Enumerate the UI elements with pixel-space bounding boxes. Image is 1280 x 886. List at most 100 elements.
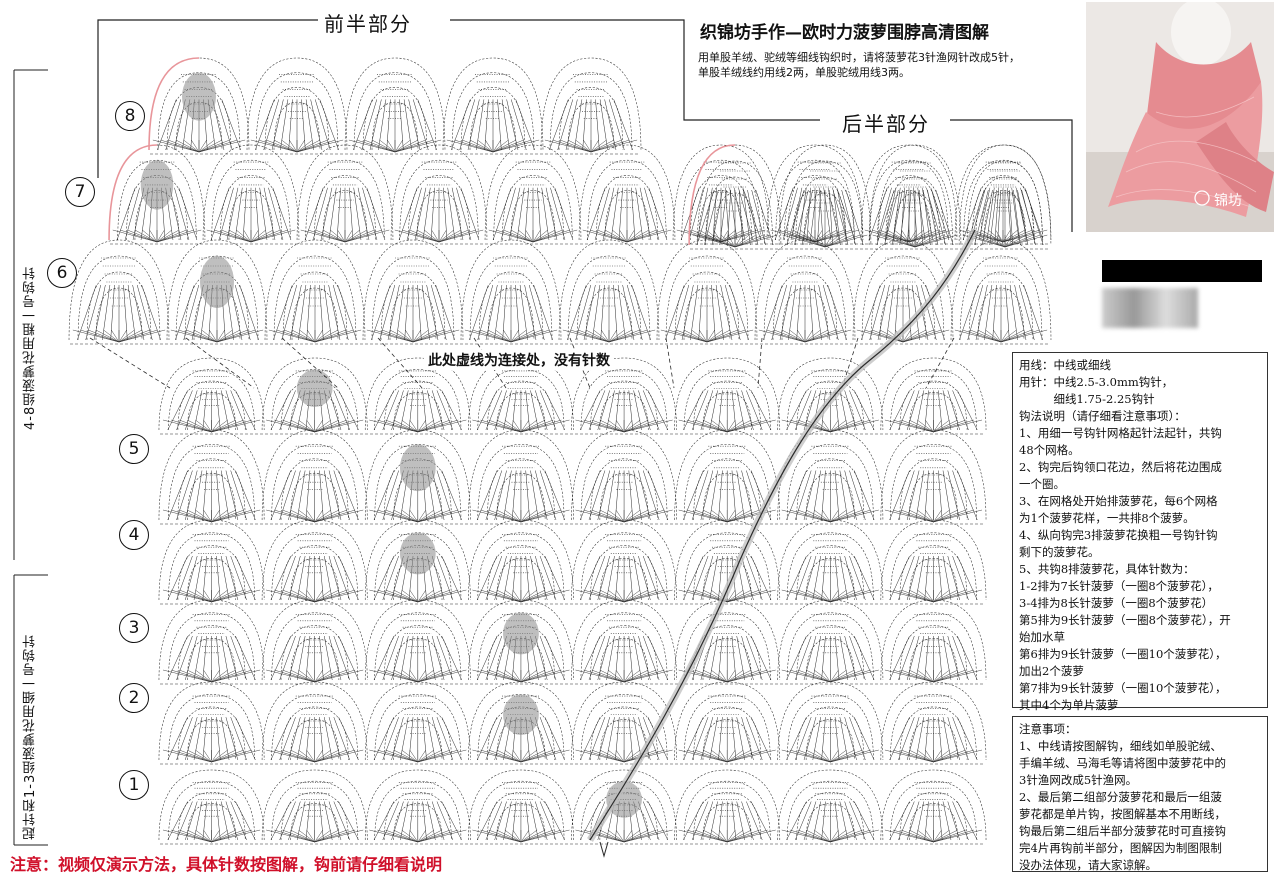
stitch-mark: [314, 509, 340, 523]
stitch-mark: [623, 509, 633, 523]
stitch-mark: [296, 369, 333, 407]
round-start-line: [589, 229, 976, 841]
stitch-mark: [718, 555, 723, 601]
stitch-mark: [580, 716, 601, 761]
stitch-mark: [884, 589, 934, 603]
stitch-mark: [868, 187, 888, 241]
stitch-mark: [952, 470, 969, 521]
stitch-mark: [369, 509, 418, 523]
stitch-mark: [727, 509, 760, 523]
stitch-mark: [250, 229, 259, 243]
stitch-mark: [925, 749, 934, 763]
stitch-mark: [571, 429, 677, 521]
stitch-mark: [801, 189, 813, 246]
stitch-mark: [422, 801, 427, 841]
stitch-mark: [631, 187, 636, 241]
stitch-mark: [700, 470, 714, 521]
stitch-mark: [511, 390, 517, 431]
stitch-mark: [118, 329, 135, 343]
stitch-mark: [947, 801, 960, 841]
stitch-mark: [879, 329, 904, 343]
stitch-mark: [235, 555, 256, 601]
connection-line: [281, 337, 339, 389]
stitch-mark: [607, 509, 625, 523]
stitch-mark: [899, 458, 968, 521]
stitch-mark: [557, 99, 574, 151]
stitch-mark: [702, 829, 728, 843]
stitch-mark: [702, 509, 728, 523]
stitch-mark: [306, 509, 315, 523]
stitch-mark: [202, 555, 208, 601]
stitch-mark: [822, 589, 831, 603]
stitch-mark: [786, 635, 807, 681]
stitch-mark: [438, 229, 484, 243]
stitch-mark: [162, 509, 212, 523]
stitch-mark: [900, 749, 934, 763]
stitch-mark: [488, 419, 522, 433]
stitch-mark: [712, 187, 717, 241]
stitch-mark: [638, 555, 651, 601]
stitch-mark: [520, 419, 570, 433]
stitch-mark: [314, 749, 364, 763]
notes-box-line: 注意事项：: [1019, 722, 1077, 736]
stitch-mark: [698, 190, 744, 241]
stitch-mark: [377, 419, 418, 433]
stitch-mark: [319, 635, 324, 681]
stitch-mark: [176, 801, 193, 841]
stitch-mark: [377, 669, 418, 683]
stitch-mark: [391, 635, 404, 681]
stitch-mark: [417, 284, 422, 341]
stitch-mark: [906, 390, 920, 431]
stitch-mark: [364, 769, 471, 841]
stitch-mark: [952, 635, 969, 681]
stitch-mark: [524, 187, 529, 241]
stitch-mark: [706, 329, 754, 343]
stitch-mark: [933, 829, 950, 843]
stitch-mark: [674, 429, 781, 521]
stitch-mark: [185, 390, 198, 431]
stitch-mark: [118, 329, 158, 343]
stitch-mark: [520, 829, 570, 843]
stitch-mark: [633, 555, 642, 601]
stitch-mark: [477, 694, 565, 761]
stitch-mark: [270, 390, 292, 431]
stitch-mark: [597, 390, 610, 431]
stitch-mark: [305, 99, 314, 151]
stitch-mark: [187, 719, 237, 761]
stitch-mark: [216, 329, 264, 343]
stitch-mark: [691, 717, 709, 761]
stitch-mark: [519, 284, 528, 341]
stitch-mark: [170, 329, 218, 343]
stitch-mark: [693, 458, 762, 521]
stitch-mark: [590, 139, 622, 153]
stitch-mark: [510, 190, 556, 241]
stitch-mark: [211, 509, 261, 523]
stitch-mark: [821, 555, 826, 601]
stitch-mark: [623, 419, 657, 433]
stitch-mark: [937, 470, 943, 521]
stitch-mark: [198, 139, 238, 153]
stitch-mark: [454, 139, 494, 153]
stitch-mark: [889, 716, 910, 761]
stitch-mark: [235, 801, 256, 841]
row3-pineapple: [571, 599, 677, 683]
stitch-mark: [162, 419, 212, 433]
stitch-mark: [393, 509, 418, 523]
stitch-mark: [830, 669, 863, 683]
stitch-mark: [185, 635, 198, 681]
stitch-mark: [567, 139, 592, 153]
stitch-mark: [933, 749, 942, 763]
stitch-mark: [211, 509, 220, 523]
stitch-mark: [925, 284, 945, 341]
stitch-mark: [812, 470, 821, 521]
stitch-mark: [720, 284, 733, 341]
notes-box: 注意事项：1、中线请按图解钩，细线如单股驼绒、手编羊绒、马海毛等请将图中菠萝花中…: [1012, 716, 1268, 872]
stitch-mark: [734, 234, 778, 248]
stitch-mark: [469, 139, 494, 153]
row1-pineapple: [571, 769, 677, 843]
stitch-mark: [623, 589, 649, 603]
notes-box-line: 手编羊绒、马海毛等请将图中菠萝花中的: [1019, 756, 1226, 770]
row6-pineapple: [656, 239, 758, 343]
stitch-mark: [314, 329, 362, 343]
stitch-mark: [250, 229, 274, 243]
